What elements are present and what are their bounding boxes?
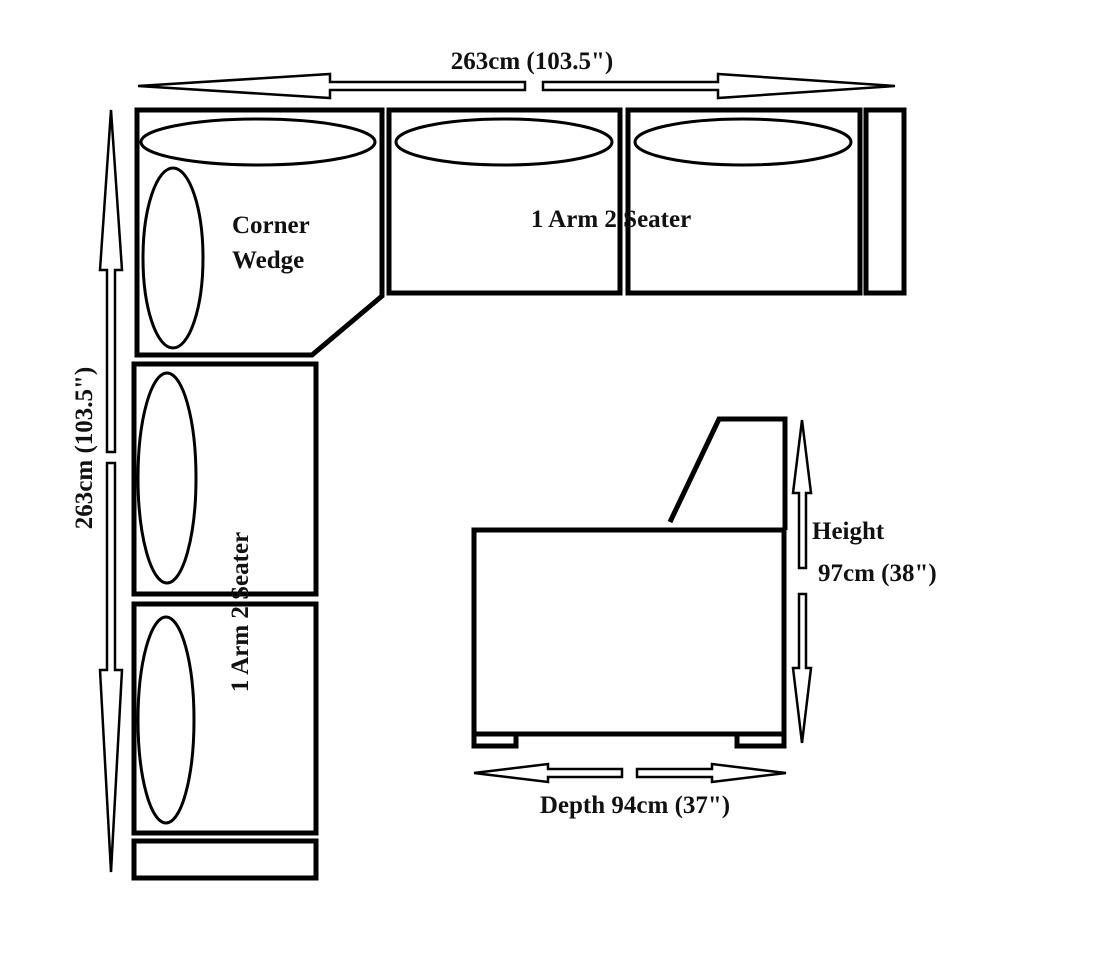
top-section-label: 1 Arm 2 Seater [531, 206, 691, 233]
top-width-label: 263cm (103.5") [451, 48, 613, 75]
side-length-label: 263cm (103.5") [71, 367, 98, 529]
height-arrow [791, 419, 813, 744]
side-length-arrow [98, 109, 124, 873]
corner-label-line1: Corner [232, 212, 310, 239]
height-value: 97cm (38") [818, 560, 937, 587]
corner-wedge [134, 107, 385, 358]
corner-label-line2: Wedge [232, 247, 304, 274]
profile-view [471, 416, 788, 749]
depth-label: Depth 94cm (37") [540, 792, 730, 819]
top-seater-section [386, 107, 907, 296]
height-title: Height [812, 518, 885, 545]
depth-arrow [473, 762, 787, 784]
side-section-label: 1 Arm 2 Seater [227, 532, 254, 692]
top-arm [863, 107, 907, 296]
top-width-arrow [137, 72, 896, 100]
side-arm [131, 838, 319, 881]
side-seater-section [131, 361, 319, 881]
